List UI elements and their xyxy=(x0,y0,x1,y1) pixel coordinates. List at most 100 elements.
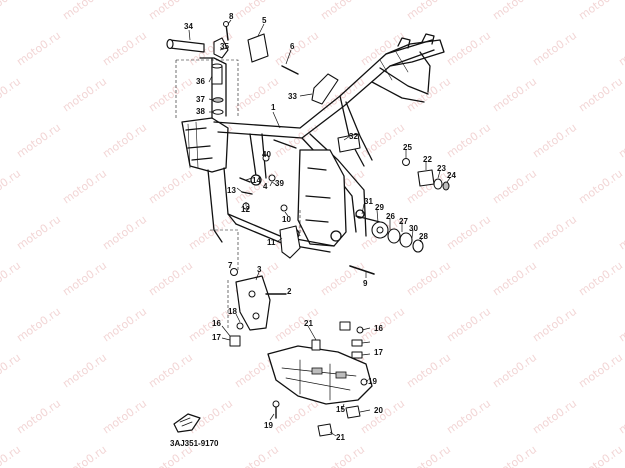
watermark-text: moto0.ru xyxy=(490,75,539,115)
watermark-text: moto0.ru xyxy=(0,167,23,207)
watermark-text: moto0.ru xyxy=(576,351,625,391)
part-label: 36 xyxy=(196,77,205,86)
watermark-text: moto0.ru xyxy=(404,259,453,299)
watermark-text: moto0.ru xyxy=(444,29,493,69)
part-label: 16 xyxy=(374,324,383,333)
watermark-text: moto0.ru xyxy=(100,213,149,253)
watermark-text: moto0.ru xyxy=(530,213,579,253)
watermark-text: moto0.ru xyxy=(576,443,625,468)
part-label: 34 xyxy=(184,22,193,31)
watermark-text: moto0.ru xyxy=(530,29,579,69)
part-label: 32 xyxy=(349,132,358,141)
part-label: 26 xyxy=(386,212,395,221)
watermark-text: moto0.ru xyxy=(616,305,625,345)
part-label: 17 xyxy=(212,333,221,342)
watermark-text: moto0.ru xyxy=(444,305,493,345)
part-label: 12 xyxy=(241,205,250,214)
watermark-text: moto0.ru xyxy=(146,75,195,115)
part-label: 7 xyxy=(228,261,233,270)
watermark-text: moto0.ru xyxy=(0,259,23,299)
part-label: 31 xyxy=(364,197,373,206)
watermark-text: moto0.ru xyxy=(14,29,63,69)
part-label: 38 xyxy=(196,107,205,116)
watermark-text: moto0.ru xyxy=(576,259,625,299)
watermark-text: moto0.ru xyxy=(14,397,63,437)
part-label: 9 xyxy=(363,279,368,288)
watermark-text: moto0.ru xyxy=(14,213,63,253)
part-label: 28 xyxy=(419,232,428,241)
watermark-text: moto0.ru xyxy=(404,0,453,22)
watermark-text: moto0.ru xyxy=(576,75,625,115)
watermark-text: moto0.ru xyxy=(14,121,63,161)
watermark-text: moto0.ru xyxy=(616,397,625,437)
watermark-text: moto0.ru xyxy=(272,305,321,345)
part-label: 11 xyxy=(267,238,276,247)
part-label: 4 xyxy=(263,182,268,191)
part-label: 30 xyxy=(409,224,418,233)
part-label: 21 xyxy=(304,319,313,328)
watermark-text: moto0.ru xyxy=(318,443,367,468)
part-label: 17 xyxy=(374,348,383,357)
main-frame xyxy=(181,33,445,253)
part-label: 8 xyxy=(229,12,234,21)
part-label: 18 xyxy=(228,307,237,316)
watermark-text: moto0.ru xyxy=(100,121,149,161)
part-label: 21 xyxy=(336,433,345,442)
watermark-text: moto0.ru xyxy=(272,397,321,437)
watermark-text: moto0.ru xyxy=(490,0,539,22)
watermark-text: moto0.ru xyxy=(490,351,539,391)
watermark-text: moto0.ru xyxy=(444,121,493,161)
part-label: 19 xyxy=(264,421,273,430)
front-direction-icon xyxy=(173,413,201,433)
guide-lines xyxy=(175,59,301,330)
watermark-text: moto0.ru xyxy=(576,0,625,22)
leader-lines xyxy=(188,19,451,437)
watermark-text: moto0.ru xyxy=(232,0,281,22)
watermark-text: moto0.ru xyxy=(146,351,195,391)
watermark-text: moto0.ru xyxy=(616,213,625,253)
part-label: 15 xyxy=(336,405,345,414)
watermark-text: moto0.ru xyxy=(616,29,625,69)
part-label: 22 xyxy=(423,155,432,164)
part-label: 23 xyxy=(437,164,446,173)
part-label: 10 xyxy=(282,215,291,224)
watermark-text: moto0.ru xyxy=(444,213,493,253)
part-label: 19 xyxy=(368,377,377,386)
watermark-text: moto0.ru xyxy=(60,351,109,391)
part-label: 16 xyxy=(212,319,221,328)
watermark-text: moto0.ru xyxy=(0,75,23,115)
part-label: 25 xyxy=(403,143,412,152)
part-label: 1 xyxy=(271,103,276,112)
watermark-text: moto0.ru xyxy=(0,443,23,468)
parts-group xyxy=(166,21,450,437)
watermark-text: moto0.ru xyxy=(404,351,453,391)
watermark-text: moto0.ru xyxy=(100,397,149,437)
part-label: 2 xyxy=(287,287,292,296)
watermark-text: moto0.ru xyxy=(60,75,109,115)
part-label: 29 xyxy=(375,203,384,212)
watermark-text: moto0.ru xyxy=(576,167,625,207)
watermark-text: moto0.ru xyxy=(100,29,149,69)
watermark-text: moto0.ru xyxy=(146,0,195,22)
part-label: 24 xyxy=(447,171,456,180)
watermark-text: moto0.ru xyxy=(444,397,493,437)
part-label: 33 xyxy=(288,92,297,101)
watermark-text: moto0.ru xyxy=(358,397,407,437)
watermark-text: moto0.ru xyxy=(186,213,235,253)
watermark-text: moto0.ru xyxy=(530,121,579,161)
watermark-text: moto0.ru xyxy=(530,397,579,437)
watermark-text: moto0.ru xyxy=(318,0,367,22)
part-label: 5 xyxy=(262,16,267,25)
watermark-text: moto0.ru xyxy=(530,305,579,345)
watermark-text: moto0.ru xyxy=(616,121,625,161)
part-labels: 34 8 5 6 35 36 37 38 33 1 32 40 14 13 12… xyxy=(184,12,456,442)
part-label: 6 xyxy=(290,42,295,51)
watermark-text: moto0.ru xyxy=(0,0,23,22)
watermark-text: moto0.ru xyxy=(358,121,407,161)
watermark-text: moto0.ru xyxy=(318,259,367,299)
watermark-text: moto0.ru xyxy=(490,167,539,207)
watermark-text: moto0.ru xyxy=(146,167,195,207)
part-label: 13 xyxy=(227,186,236,195)
